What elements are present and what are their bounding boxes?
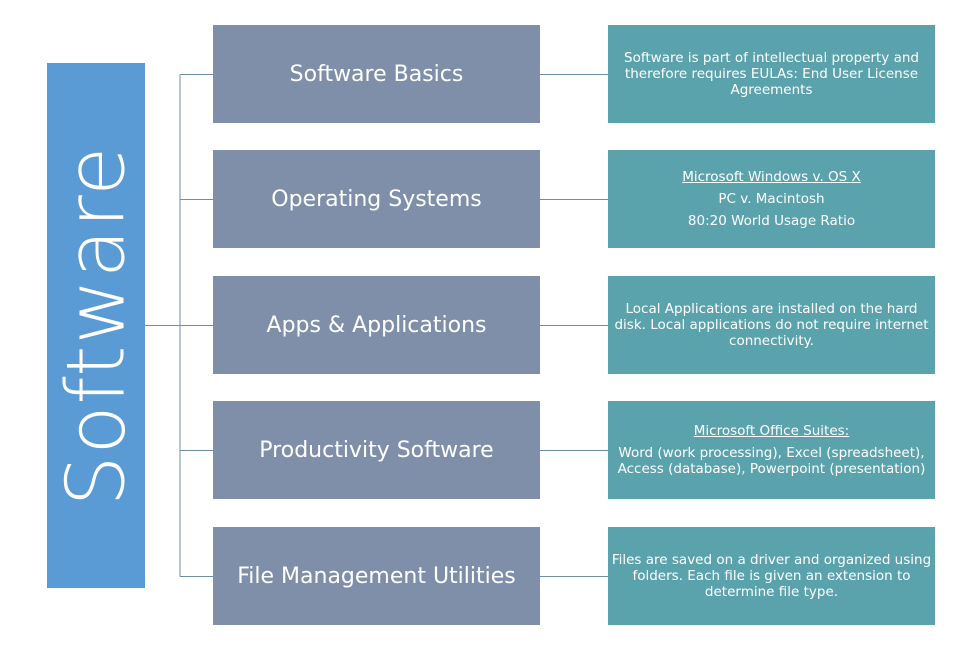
- root-node: Software: [47, 63, 145, 588]
- root-label: Software: [49, 145, 143, 506]
- detail-text: 80:20 World Usage Ratio: [687, 213, 856, 229]
- detail-text: Local Applications are installed on the …: [614, 301, 929, 349]
- category-file-management-utilities: File Management Utilities: [213, 527, 540, 625]
- category-software-basics: Software Basics: [213, 25, 540, 123]
- category-productivity-software: Productivity Software: [213, 401, 540, 499]
- category-apps-applications: Apps & Applications: [213, 276, 540, 374]
- detail-apps-applications: Local Applications are installed on the …: [608, 276, 935, 374]
- detail-heading: Microsoft Office Suites:: [693, 423, 850, 439]
- detail-heading: Microsoft Windows v. OS X: [682, 169, 861, 185]
- category-operating-systems: Operating Systems: [213, 150, 540, 248]
- detail-text: Word (work processing), Excel (spreadshe…: [617, 445, 926, 477]
- detail-productivity-software: Microsoft Office Suites: Word (work proc…: [608, 401, 935, 499]
- detail-text: PC v. Macintosh: [718, 191, 825, 207]
- detail-operating-systems: Microsoft Windows v. OS X PC v. Macintos…: [608, 150, 935, 248]
- detail-text: Software is part of intellectual propert…: [624, 50, 919, 98]
- detail-text: Files are saved on a driver and organize…: [611, 552, 932, 600]
- detail-file-management-utilities: Files are saved on a driver and organize…: [608, 527, 935, 625]
- detail-software-basics: Software is part of intellectual propert…: [608, 25, 935, 123]
